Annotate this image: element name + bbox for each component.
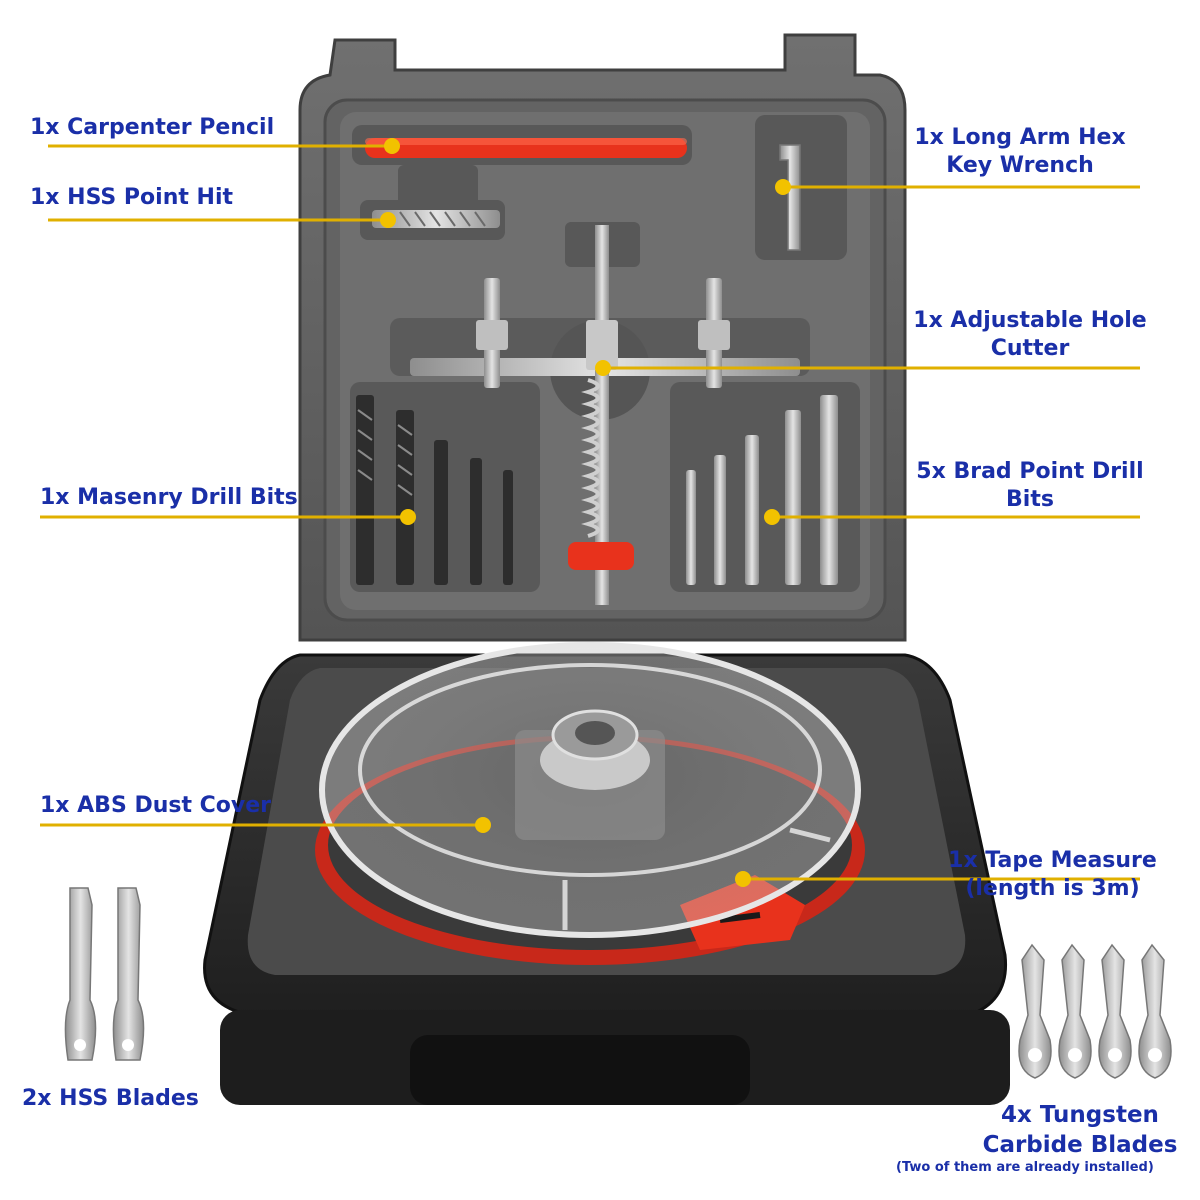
label-tungsten-note: (Two of them are already installed)	[896, 1160, 1154, 1175]
brad-point-drill-bits	[686, 395, 838, 585]
label-brad-line1: 5x Brad Point Drill	[916, 459, 1144, 484]
label-hex-key-wrench: 1x Long Arm Hex Key Wrench	[900, 124, 1140, 180]
label-tape-line2: (length is 3m)	[965, 876, 1140, 901]
adjustable-hole-cutter	[410, 225, 800, 605]
tungsten-carbide-blades	[1018, 943, 1172, 1079]
label-masonry-drill-bits: 1x Masenry Drill Bits	[40, 485, 298, 510]
label-tungsten-line1: 4x Tungsten	[1001, 1102, 1159, 1128]
label-abs-dust-cover: 1x ABS Dust Cover	[40, 793, 272, 818]
hex-key-wrench	[779, 144, 801, 251]
label-tape-line1: 1x Tape Measure	[948, 848, 1157, 873]
label-hole-cutter-line1: 1x Adjustable Hole	[913, 308, 1147, 333]
label-tungsten-carbide-blades: 4x Tungsten Carbide Blades	[960, 1100, 1200, 1160]
label-brad-line2: Bits	[1006, 487, 1054, 512]
hss-blades	[64, 887, 145, 1061]
label-hole-cutter: 1x Adjustable Hole Cutter	[900, 307, 1160, 363]
label-hex-key-line2: Key Wrench	[946, 153, 1094, 178]
label-hex-key-line1: 1x Long Arm Hex	[914, 125, 1126, 150]
label-carpenter-pencil: 1x Carpenter Pencil	[30, 115, 275, 140]
hss-point-bit	[372, 210, 500, 228]
label-brad-point-bits: 5x Brad Point Drill Bits	[905, 458, 1155, 514]
leader-lines	[40, 138, 1140, 887]
label-tungsten-line2: Carbide Blades	[982, 1132, 1178, 1158]
label-hss-blades: 2x HSS Blades	[22, 1086, 199, 1111]
abs-dust-cover	[319, 642, 861, 938]
carpenter-pencil	[365, 138, 687, 158]
label-hss-point-bit: 1x HSS Point Hit	[30, 185, 234, 210]
label-hole-cutter-line2: Cutter	[990, 336, 1070, 361]
label-tape-measure: 1x Tape Measure (length is 3m)	[940, 847, 1165, 903]
masonry-drill-bits	[356, 395, 513, 585]
